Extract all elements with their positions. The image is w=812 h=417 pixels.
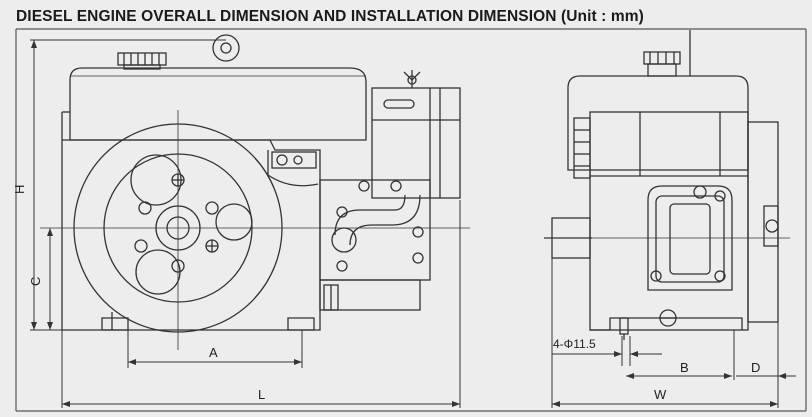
dim-label-B: B	[680, 360, 689, 375]
dim-label-hole: 4-Φ11.5	[553, 337, 596, 351]
front-dimensions	[30, 39, 461, 408]
dim-label-L: L	[258, 387, 265, 402]
dim-label-W: W	[654, 387, 667, 402]
front-view	[40, 34, 470, 350]
drawing-frame	[15, 28, 807, 412]
side-view	[544, 30, 790, 340]
dim-label-H: H	[12, 185, 27, 194]
dim-label-A: A	[209, 345, 218, 360]
dim-label-D: D	[751, 360, 760, 375]
side-dimensions	[551, 258, 796, 408]
diagram-title: DIESEL ENGINE OVERALL DIMENSION AND INST…	[16, 8, 644, 25]
dim-label-C: C	[28, 277, 43, 286]
